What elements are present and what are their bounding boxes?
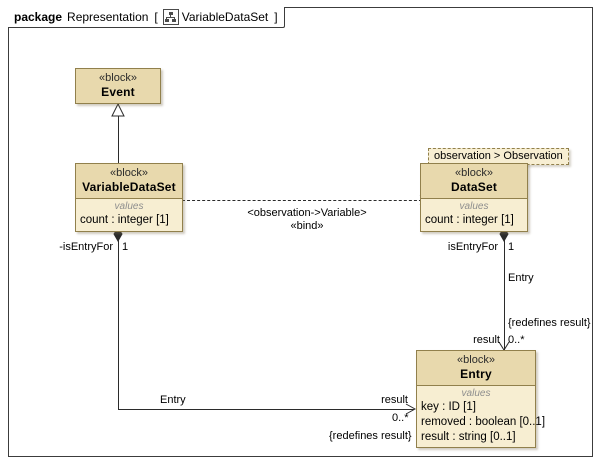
bdd-diagram-icon: [162, 9, 179, 25]
generalization-line: [118, 104, 119, 163]
frame-bracket-close: ]: [274, 10, 278, 24]
frame-package-name: Representation: [67, 10, 149, 24]
left-composition-source-multiplicity: 1: [122, 241, 129, 253]
right-composition-target-constraint: {redefines result}: [508, 317, 591, 329]
block-variabledataset-values-compartment: values count : integer [1]: [76, 198, 182, 231]
left-composition-end-role: result: [381, 394, 408, 406]
block-dataset-stereotype: «block»: [455, 167, 493, 179]
left-composition-target-multiplicity: 0..*: [392, 412, 409, 424]
diagram-frame-header: package Representation [ VariableDataSet…: [8, 7, 285, 28]
block-event-name: Event: [101, 84, 135, 99]
block-event-stereotype: «block»: [99, 72, 137, 84]
block-dataset-name: DataSet: [450, 179, 498, 194]
block-entry-name: Entry: [460, 366, 492, 381]
dataset-namespace-tab: observation > Observation: [428, 148, 569, 165]
frame-bracket-open: [: [154, 10, 158, 24]
block-dataset-values-compartment: values count : integer [1]: [421, 198, 527, 231]
block-entry-name-compartment: «block» Entry: [417, 351, 535, 386]
feature-count: count : integer [1]: [425, 214, 514, 227]
block-variabledataset-name-compartment: «block» VariableDataSet: [76, 164, 182, 199]
left-composition-source-role: -isEntryFor: [59, 241, 113, 253]
block-entry-values-compartment: values key : ID [1] removed : boolean [0…: [417, 385, 546, 448]
block-dataset[interactable]: «block» DataSet values count : integer […: [420, 163, 528, 232]
feature-key: key : ID [1]: [421, 401, 476, 414]
bind-stereotype-label: «bind»: [290, 220, 324, 232]
frame-keyword: package: [14, 10, 63, 24]
right-composition-vertical: [504, 228, 505, 350]
block-variabledataset[interactable]: «block» VariableDataSet values count : i…: [75, 163, 183, 232]
bind-binding-label: <observation->Variable>: [247, 207, 367, 219]
compartment-title-values: values: [461, 388, 491, 400]
right-composition-target-multiplicity: 0..*: [508, 334, 525, 346]
left-composition-horizontal: [118, 409, 414, 410]
block-event[interactable]: «block» Event: [75, 68, 161, 105]
frame-diagram-name: VariableDataSet: [181, 10, 269, 24]
block-entry-stereotype: «block»: [457, 354, 495, 366]
feature-count: count : integer [1]: [80, 214, 169, 227]
right-composition-end-role: result: [473, 334, 500, 346]
block-variabledataset-stereotype: «block»: [110, 167, 148, 179]
right-composition-source-role: isEntryFor: [447, 241, 498, 253]
block-dataset-name-compartment: «block» DataSet: [421, 164, 527, 199]
compartment-title-values: values: [459, 201, 489, 213]
bind-dependency-line: [182, 200, 427, 201]
left-composition-target-role: Entry: [160, 394, 186, 406]
feature-removed: removed : boolean [0..1]: [421, 415, 546, 428]
right-composition-source-multiplicity: 1: [508, 241, 515, 253]
compartment-title-values: values: [114, 201, 144, 213]
block-entry[interactable]: «block» Entry values key : ID [1] remove…: [416, 350, 546, 449]
left-composition-target-constraint: {redefines result}: [329, 430, 412, 442]
left-composition-vertical: [118, 228, 119, 409]
block-variabledataset-name: VariableDataSet: [82, 179, 176, 194]
block-event-name-compartment: «block» Event: [76, 69, 160, 104]
feature-result: result : string [0..1]: [421, 430, 516, 443]
right-composition-target-role: Entry: [508, 272, 534, 284]
